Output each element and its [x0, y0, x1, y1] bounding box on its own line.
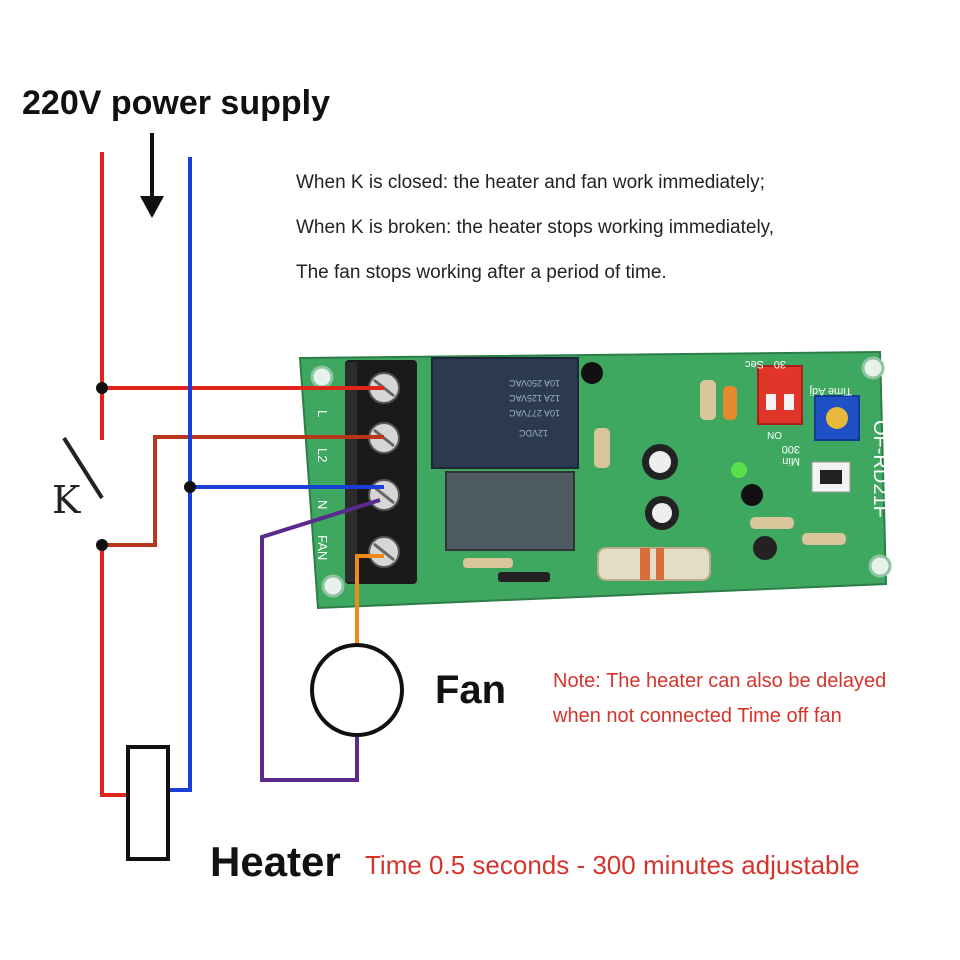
fan-return-wire — [260, 498, 381, 782]
dip-label: Min — [782, 455, 800, 467]
resistor — [723, 386, 737, 420]
dip-label: 300 — [782, 443, 800, 455]
dip-switch — [757, 365, 803, 425]
junction-dot — [96, 382, 108, 394]
terminal-label: L2 — [315, 448, 330, 462]
time-range-label: Time 0.5 seconds - 300 minutes adjustabl… — [365, 850, 860, 880]
dip-label: ON — [767, 429, 782, 440]
mounting-hole — [861, 356, 885, 380]
power-resistor — [597, 547, 711, 581]
terminal-label: FAN — [315, 535, 330, 560]
resistor — [594, 428, 610, 468]
board-model-label: OF-RD21F — [869, 420, 891, 518]
terminal-block — [345, 360, 417, 584]
description-line-2: When K is broken: the heater stops worki… — [296, 217, 775, 238]
dip-label: 30 — [774, 358, 786, 370]
neutral-wire — [168, 157, 384, 792]
dip-label: Sec — [745, 358, 764, 370]
relay-text: 12VDC — [518, 428, 548, 438]
potentiometer — [814, 395, 860, 441]
led — [731, 462, 747, 478]
switch-label: K — [52, 478, 81, 522]
heater-element — [126, 745, 170, 861]
transistor — [741, 484, 763, 506]
dip-label: Time Adj — [810, 385, 852, 397]
page-title: 220V power supply — [22, 84, 330, 122]
resistor — [700, 380, 716, 420]
switch-k — [62, 436, 104, 500]
switched-wire — [102, 435, 384, 547]
resistor — [750, 517, 794, 529]
note-line-1: Note: The heater can also be delayed — [553, 670, 887, 692]
relay-module-board: L L2 N FAN OF-RD21F Time Adj 30 Sec 300 … — [298, 350, 892, 610]
resistor — [463, 558, 513, 568]
capacitor — [649, 451, 671, 473]
heater-label: Heater — [210, 838, 341, 885]
fan-symbol — [310, 643, 404, 737]
relay — [431, 357, 579, 551]
fan-label: Fan — [435, 668, 507, 712]
transistor — [581, 362, 603, 384]
capacitor — [753, 536, 777, 560]
mounting-hole — [321, 574, 345, 598]
terminal-label: L — [315, 410, 330, 417]
capacitor — [652, 503, 672, 523]
relay-text: 12A 125VAC — [509, 393, 560, 403]
description-line-3: The fan stops working after a period of … — [296, 262, 667, 283]
junction-dot — [184, 481, 196, 493]
relay-text: 10A 250VAC — [509, 378, 560, 388]
mounting-hole — [868, 554, 892, 578]
fan-wire — [355, 554, 384, 648]
mounting-hole — [310, 365, 334, 389]
junction-dot — [96, 539, 108, 551]
description-line-1: When K is closed: the heater and fan wor… — [296, 172, 765, 193]
resistor — [802, 533, 846, 545]
relay-text: 10A 277VAC — [509, 408, 560, 418]
supply-arrow-icon — [140, 133, 164, 218]
note-line-2: when not connected Time off fan — [553, 705, 842, 727]
diode — [498, 572, 550, 582]
terminal-label: N — [315, 500, 330, 509]
